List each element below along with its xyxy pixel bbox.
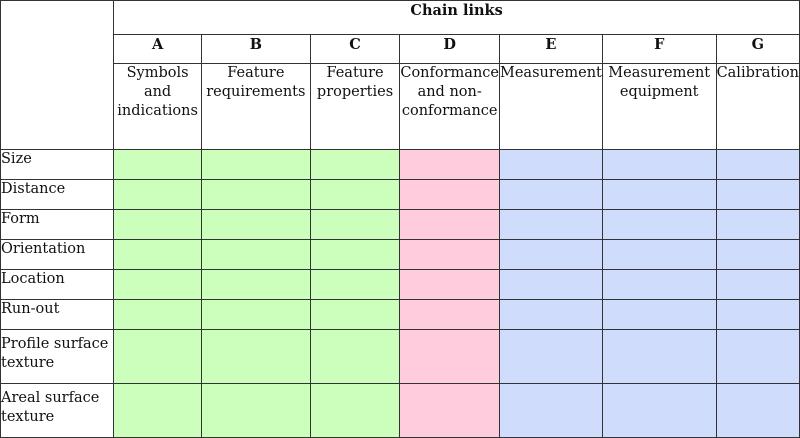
row-label-profile-surface-texture: Profile surface texture xyxy=(0,329,115,384)
column-title-d: Conformance and non-conformance xyxy=(399,63,500,150)
cell-a xyxy=(113,149,202,180)
cell-d xyxy=(399,209,500,240)
cell-b xyxy=(200,329,311,384)
cell-e xyxy=(499,239,603,270)
cell-b xyxy=(200,149,311,180)
cell-f xyxy=(601,383,717,438)
cell-e xyxy=(499,149,603,180)
cell-g xyxy=(715,179,800,210)
column-letter-e: E xyxy=(499,34,603,64)
cell-b xyxy=(200,179,311,210)
cell-e xyxy=(499,209,603,240)
cell-a xyxy=(113,179,202,210)
cell-c xyxy=(309,209,401,240)
chain-links-header: Chain links xyxy=(113,0,800,35)
cell-e xyxy=(499,269,603,300)
cell-d xyxy=(399,299,500,330)
cell-f xyxy=(601,179,717,210)
cell-d xyxy=(399,383,500,438)
cell-a xyxy=(113,209,202,240)
cell-c xyxy=(309,149,401,180)
cell-g xyxy=(715,239,800,270)
cell-a xyxy=(113,239,202,270)
cell-f xyxy=(601,299,717,330)
row-label-run-out: Run-out xyxy=(0,299,115,330)
row-label-size: Size xyxy=(0,149,115,180)
cell-c xyxy=(309,299,401,330)
table-row: Run-out xyxy=(0,299,800,330)
corner-cell xyxy=(0,0,115,150)
cell-b xyxy=(200,383,311,438)
cell-g xyxy=(715,269,800,300)
column-title-a: Symbols and indications xyxy=(113,63,202,150)
table-row: Form xyxy=(0,209,800,240)
row-label-distance: Distance xyxy=(0,179,115,210)
cell-d xyxy=(399,149,500,180)
cell-a xyxy=(113,383,202,438)
cell-e xyxy=(499,299,603,330)
column-title-g: Calibration xyxy=(715,63,800,150)
row-label-location: Location xyxy=(0,269,115,300)
cell-f xyxy=(601,209,717,240)
cell-e xyxy=(499,383,603,438)
column-letter-c: C xyxy=(309,34,401,64)
table-row: Areal surface texture xyxy=(0,383,800,438)
cell-g xyxy=(715,383,800,438)
cell-c xyxy=(309,239,401,270)
column-letter-f: F xyxy=(601,34,717,64)
column-title-b: Feature requirements xyxy=(200,63,311,150)
cell-a xyxy=(113,299,202,330)
cell-a xyxy=(113,269,202,300)
row-label-orientation: Orientation xyxy=(0,239,115,270)
table-row: Profile surface texture xyxy=(0,329,800,384)
column-letter-g: G xyxy=(715,34,800,64)
column-letter-b: B xyxy=(200,34,311,64)
cell-c xyxy=(309,329,401,384)
table-row: Distance xyxy=(0,179,800,210)
cell-g xyxy=(715,209,800,240)
cell-c xyxy=(309,383,401,438)
cell-d xyxy=(399,329,500,384)
column-title-e: Measurement xyxy=(499,63,603,150)
cell-f xyxy=(601,269,717,300)
cell-c xyxy=(309,179,401,210)
cell-g xyxy=(715,329,800,384)
cell-b xyxy=(200,299,311,330)
cell-f xyxy=(601,239,717,270)
table-row: Size xyxy=(0,149,800,180)
cell-b xyxy=(200,269,311,300)
column-title-f: Measurement equipment xyxy=(601,63,717,150)
table-row: Location xyxy=(0,269,800,300)
column-letter-d: D xyxy=(399,34,500,64)
cell-f xyxy=(601,329,717,384)
column-letter-a: A xyxy=(113,34,202,64)
cell-g xyxy=(715,149,800,180)
cell-d xyxy=(399,269,500,300)
table-row: Orientation xyxy=(0,239,800,270)
cell-f xyxy=(601,149,717,180)
cell-d xyxy=(399,239,500,270)
cell-c xyxy=(309,269,401,300)
cell-b xyxy=(200,239,311,270)
cell-e xyxy=(499,179,603,210)
row-label-areal-surface-texture: Areal surface texture xyxy=(0,383,115,438)
row-label-form: Form xyxy=(0,209,115,240)
cell-a xyxy=(113,329,202,384)
cell-d xyxy=(399,179,500,210)
cell-b xyxy=(200,209,311,240)
column-title-c: Feature properties xyxy=(309,63,401,150)
cell-e xyxy=(499,329,603,384)
cell-g xyxy=(715,299,800,330)
